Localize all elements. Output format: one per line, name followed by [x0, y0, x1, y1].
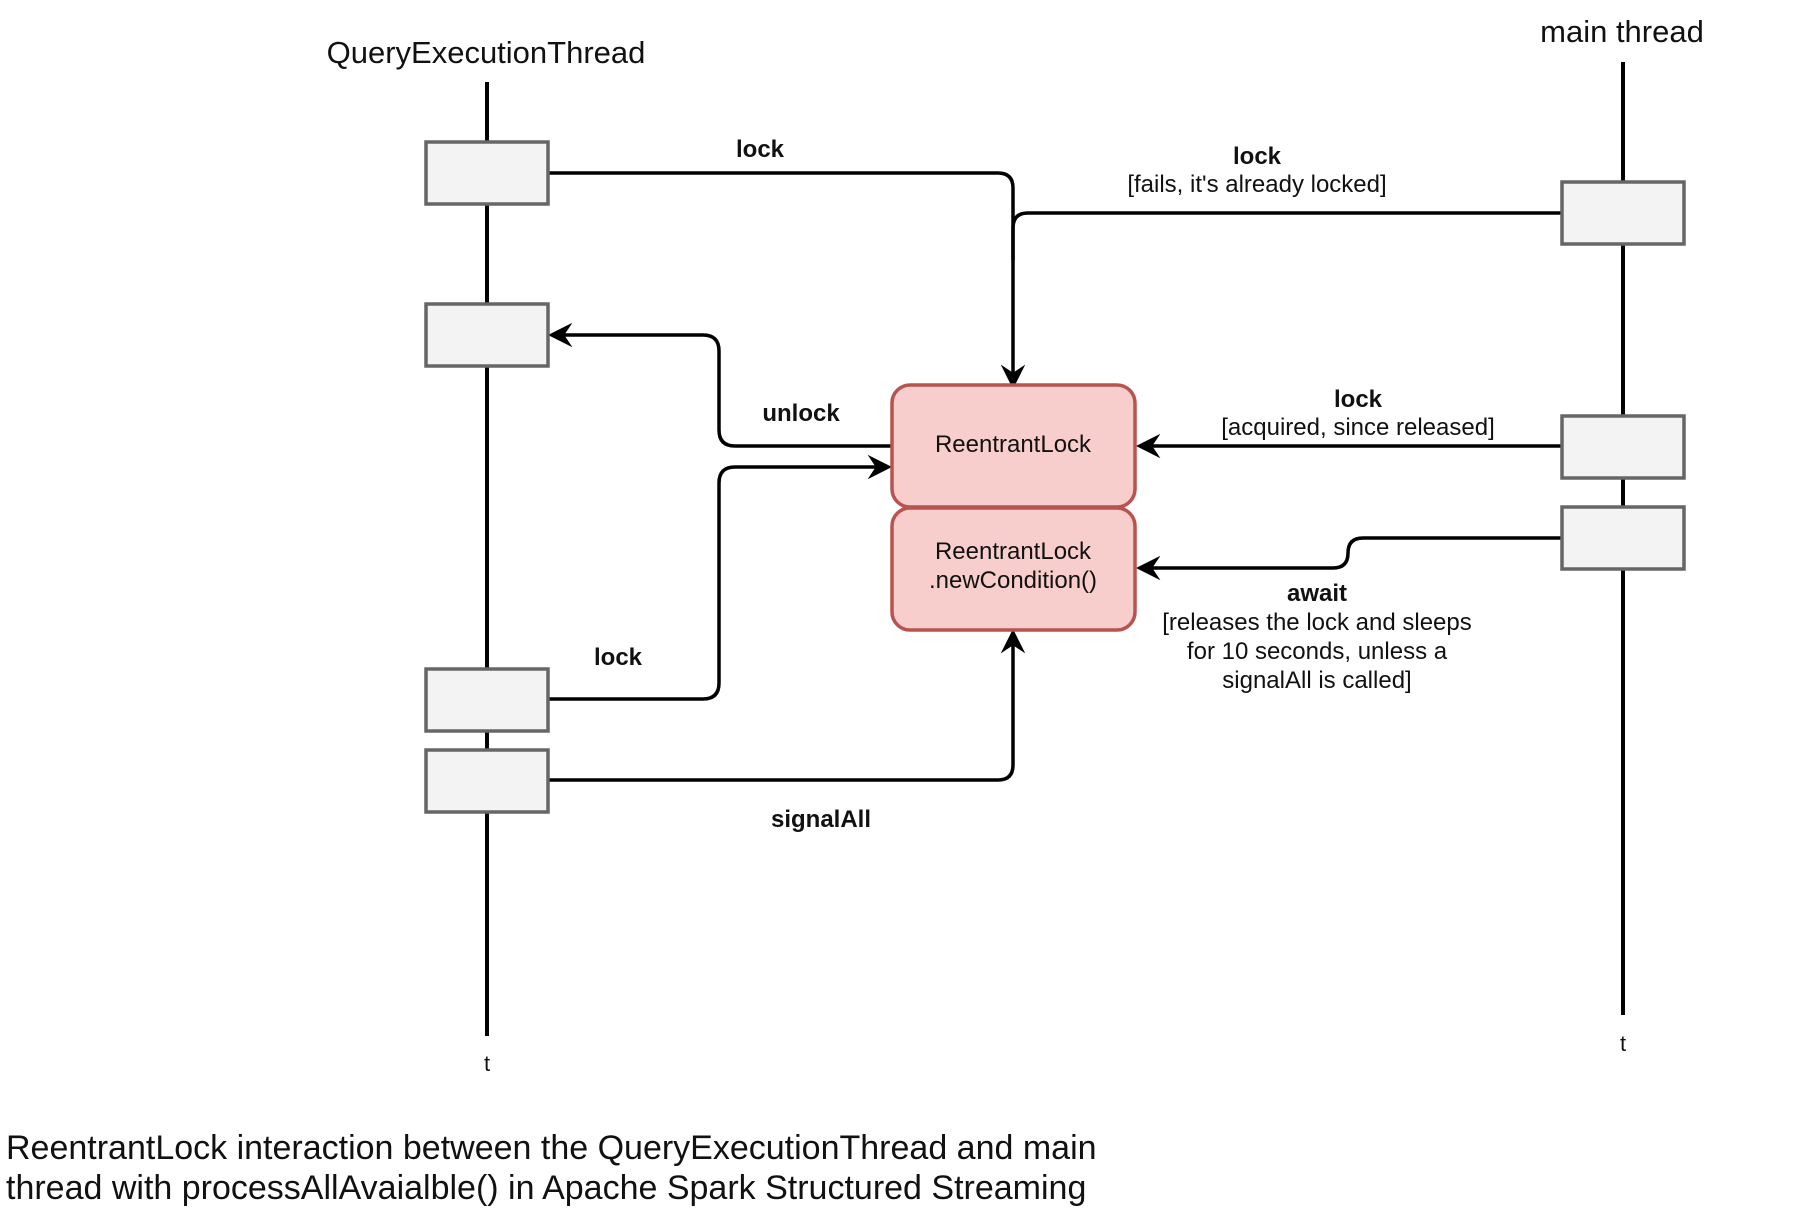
main-activation-lock-acquired [1560, 414, 1686, 480]
qet-lock-first-label: lock [736, 136, 785, 163]
main-thread-time-label: t [1620, 1031, 1626, 1056]
main-await-note-line-3: signalAll is called] [1222, 667, 1411, 694]
qet-unlock-label: unlock [762, 400, 840, 427]
caption-line-2: thread with processAllAvaialble() in Apa… [6, 1169, 1087, 1207]
main-activation-await [1560, 505, 1686, 571]
main-activation-lock-fail [1560, 180, 1686, 246]
qet-signal-all-label: signalAll [771, 806, 871, 833]
condition-node [890, 506, 1137, 632]
diagram-caption: ReentrantLock interaction between the Qu… [6, 1128, 1206, 1208]
main-lock-acquired-label: lock [1334, 386, 1383, 413]
main-lock-fail-note: [fails, it's already locked] [1127, 171, 1386, 198]
qet-signal-all-arrow [548, 628, 1026, 782]
main-await-note-line-1: [releases the lock and sleeps [1162, 609, 1472, 636]
main-lock-fail-label: lock [1233, 143, 1282, 170]
qet-activation-relock [424, 667, 550, 733]
condition-label-line-1: ReentrantLock [935, 538, 1092, 565]
query-execution-thread-time-label: t [484, 1051, 490, 1076]
main-thread-title: main thread [1540, 14, 1704, 49]
qet-activation-signal [424, 748, 550, 814]
qet-lock-first-arrow [548, 171, 1026, 390]
qet-unlock-arrow [547, 322, 892, 448]
qet-activation-unlocked [424, 302, 550, 368]
main-await-label: await [1287, 580, 1347, 607]
main-lock-fail-arrow [1011, 211, 1562, 260]
main-await-note-line-2: for 10 seconds, unless a [1187, 638, 1448, 665]
qet-activation-lock [424, 140, 550, 206]
main-await-arrow [1135, 536, 1562, 581]
main-lock-acquired-note: [acquired, since released] [1221, 414, 1495, 441]
qet-lock-second-label: lock [594, 644, 643, 671]
condition-label-line-2: .newCondition() [929, 567, 1097, 594]
qet-lock-second-arrow [548, 454, 893, 701]
reentrant-lock-label: ReentrantLock [935, 431, 1092, 458]
caption-line-1: ReentrantLock interaction between the Qu… [6, 1129, 1097, 1167]
query-execution-thread-title: QueryExecutionThread [327, 35, 646, 70]
